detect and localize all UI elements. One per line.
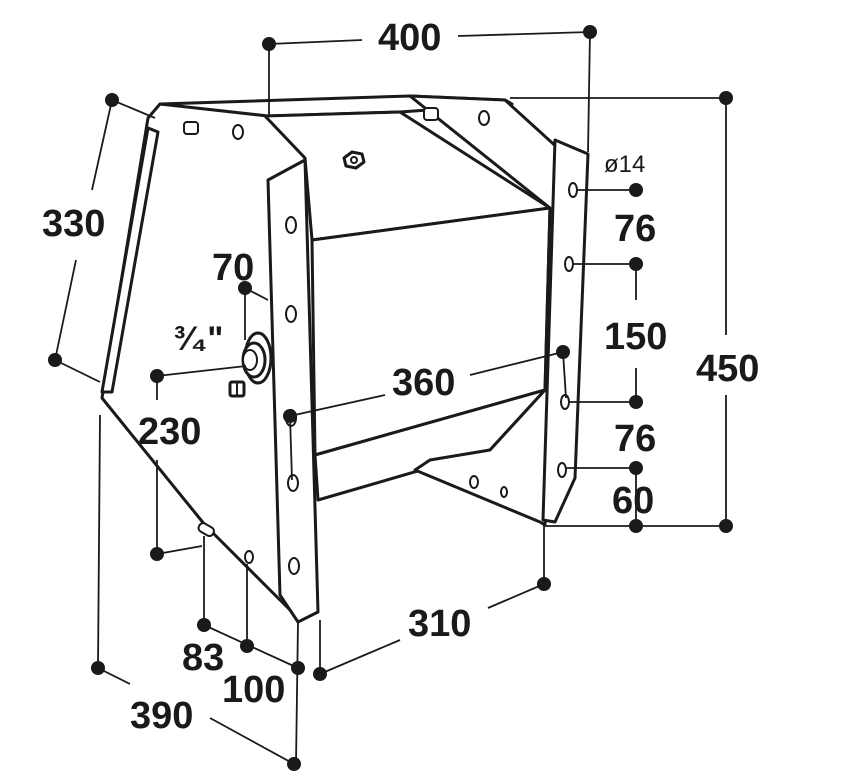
overall-depth-label: 390 <box>130 695 193 737</box>
right-flange <box>541 138 590 524</box>
hole-spacing-top-label: 76 <box>614 208 656 250</box>
flange-hole <box>287 474 299 492</box>
flange-hole <box>285 216 297 234</box>
slot-hole-right <box>423 107 439 121</box>
flange-hole <box>564 256 574 272</box>
flange-hole <box>568 182 578 198</box>
hole <box>500 486 508 498</box>
fitting-height-label: 230 <box>138 411 201 453</box>
fitting-size-label: ³⁄₄" <box>174 320 223 358</box>
inner-width-label: 360 <box>392 362 455 404</box>
width-top-label: 400 <box>378 17 441 59</box>
total-height-label: 450 <box>696 348 759 390</box>
front-offset-b-label: 100 <box>222 669 285 711</box>
hole-spacing-lower-label: 76 <box>614 418 656 460</box>
front-offset-a-label: 83 <box>182 637 224 679</box>
flange-hole <box>288 557 300 575</box>
slot-hole-left <box>183 121 199 135</box>
bottom-depth-label: 310 <box>408 603 471 645</box>
hole-diameter-label: ø14 <box>604 151 645 178</box>
hole <box>232 124 244 140</box>
bottom-offset-label: 60 <box>612 480 654 522</box>
hole-spacing-middle-label: 150 <box>604 316 667 358</box>
fitting-icon <box>228 331 273 398</box>
dimension-labels: 400 330 450 ø14 76 150 76 60 360 70 ³⁄₄"… <box>42 17 759 737</box>
fitting-offset-label: 70 <box>212 247 254 289</box>
hole <box>478 110 490 126</box>
slot-hole-bottom <box>197 522 215 538</box>
dimension-lines <box>48 25 733 771</box>
height-left-label: 330 <box>42 203 105 245</box>
left-flange <box>100 126 160 394</box>
right-side-plate <box>408 94 562 527</box>
flange-hole <box>285 305 297 323</box>
flange-hole <box>560 394 570 410</box>
front-left-flange <box>266 158 320 624</box>
hole <box>469 475 479 489</box>
hole <box>244 550 254 564</box>
bracket-body <box>100 94 590 624</box>
nut-icon <box>342 150 366 170</box>
flange-hole <box>557 462 567 478</box>
